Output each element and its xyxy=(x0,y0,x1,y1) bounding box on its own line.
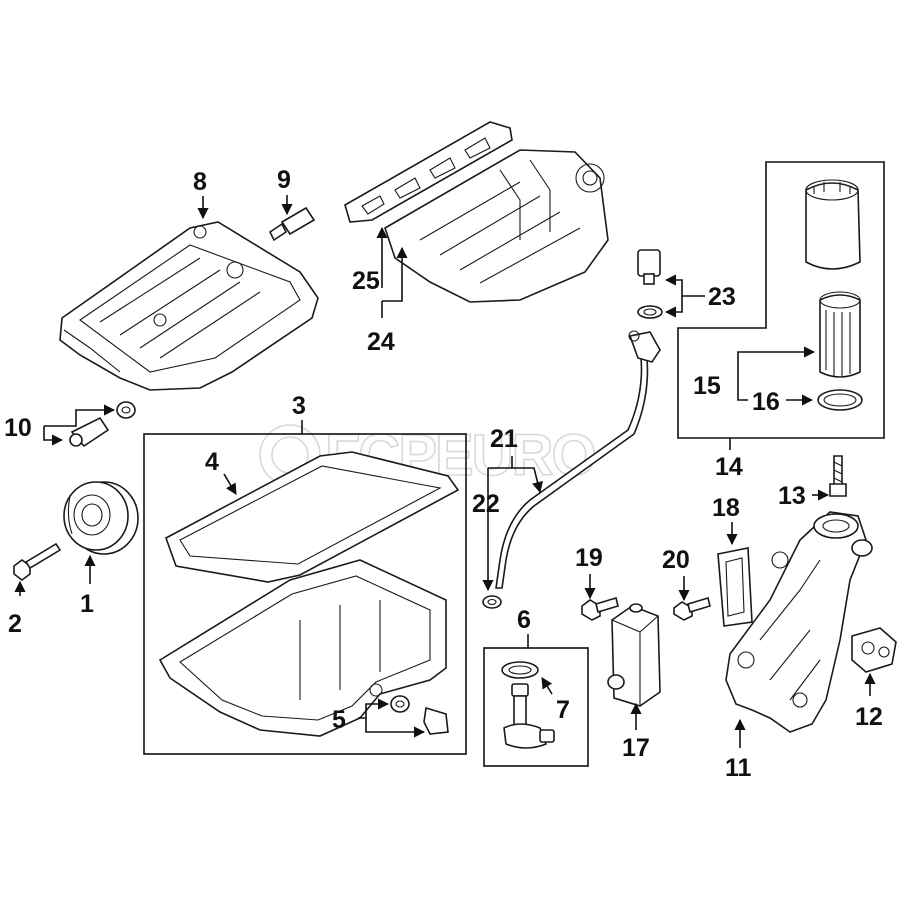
callout-1: 1 xyxy=(80,590,94,618)
part-7-sensor-seal xyxy=(501,661,539,679)
part-14-oil-filter-housing-cap xyxy=(805,179,861,270)
box-3-oil-pan xyxy=(143,433,467,755)
part-12-gasket xyxy=(851,627,897,673)
callout-7: 7 xyxy=(556,696,570,724)
part-19-bolt xyxy=(581,596,619,621)
part-8-upper-oil-pan xyxy=(59,221,319,391)
part-2-pulley-bolt xyxy=(13,542,62,581)
callout-13: 13 xyxy=(778,482,806,510)
callout-19: 19 xyxy=(575,544,603,572)
callout-23: 23 xyxy=(708,283,736,311)
callout-18: 18 xyxy=(712,494,740,522)
callout-9: 9 xyxy=(277,166,291,194)
part-1-crankshaft-pulley xyxy=(63,481,139,555)
part-9-sealant-tube xyxy=(268,206,316,242)
part-4-oil-pan-gasket xyxy=(165,451,460,583)
callout-16: 16 xyxy=(752,388,780,416)
part-18-gasket xyxy=(717,547,753,627)
callout-8: 8 xyxy=(193,168,207,196)
part-13-bolt xyxy=(829,455,847,497)
callout-17: 17 xyxy=(622,734,650,762)
part-25-intake-gasket xyxy=(344,121,513,223)
part-11-oil-filter-housing xyxy=(725,511,873,733)
callout-3: 3 xyxy=(292,392,306,420)
part-5-drain-plug-and-washer xyxy=(390,695,449,735)
callout-10: 10 xyxy=(4,414,32,442)
part-10-coolant-fitting xyxy=(69,401,136,448)
box-6-oil-level-sensor xyxy=(483,647,589,767)
callout-2: 2 xyxy=(8,610,22,638)
callout-15: 15 xyxy=(693,372,721,400)
callout-6: 6 xyxy=(517,606,531,634)
box-14-filter-kit xyxy=(677,161,885,439)
callout-11: 11 xyxy=(725,754,752,782)
part-16-filter-seal-ring xyxy=(817,389,863,411)
callout-14: 14 xyxy=(715,453,743,481)
part-22-dipstick-seal xyxy=(482,595,502,609)
callout-24: 24 xyxy=(367,328,395,356)
part-24-intake-manifold xyxy=(384,149,609,303)
part-15-oil-filter-element xyxy=(819,291,861,378)
callout-5: 5 xyxy=(332,706,346,734)
callout-20: 20 xyxy=(662,546,690,574)
part-20-bolt xyxy=(673,596,711,621)
callout-12: 12 xyxy=(855,703,883,731)
part-23-oil-pressure-sensor xyxy=(637,249,663,319)
part-21-dipstick-tube xyxy=(495,330,661,589)
part-6-oil-level-sensor xyxy=(503,683,555,749)
part-17-oil-cooler xyxy=(607,603,661,707)
callout-21: 21 xyxy=(490,425,518,453)
callout-25: 25 xyxy=(352,267,380,295)
callout-4: 4 xyxy=(205,448,219,476)
callout-22: 22 xyxy=(472,490,500,518)
part-3-lower-oil-pan xyxy=(158,559,447,737)
